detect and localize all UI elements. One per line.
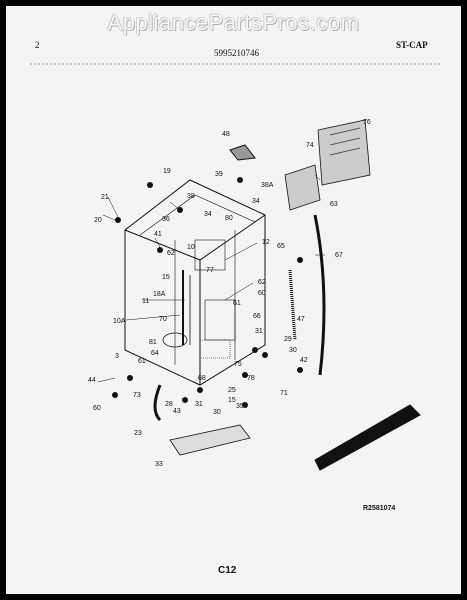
callout: 60 <box>93 405 101 412</box>
callout: 65 <box>277 243 285 250</box>
page-code: C12 <box>218 565 237 576</box>
kickplate-bar <box>314 404 421 471</box>
callout: 43 <box>173 408 181 415</box>
callout: 70 <box>159 316 167 323</box>
callout: 34 <box>204 211 212 218</box>
callout: 62 <box>167 250 175 257</box>
drain-tray <box>169 424 251 456</box>
callout: 64 <box>151 350 159 357</box>
callout-labels: 48 76 74 19 39 38A 21 38 34 63 20 36 34 … <box>88 119 416 468</box>
callout: 30 <box>213 409 221 416</box>
callout: 23 <box>134 430 142 437</box>
callout: 73 <box>133 392 141 399</box>
callout: 31 <box>255 328 263 335</box>
callout: 74 <box>306 142 314 149</box>
watermark: AppliancePartsPros.com <box>107 10 360 35</box>
revision-code: R2581074 <box>363 505 395 512</box>
callout: 38A <box>261 182 274 189</box>
callout: 76 <box>363 119 371 126</box>
callout: 12 <box>262 239 270 246</box>
callout: 61 <box>233 300 241 307</box>
callout: 81 <box>149 339 157 346</box>
callout: 78 <box>247 375 255 382</box>
top-cover-part <box>229 144 256 161</box>
callout: 11 <box>142 298 149 305</box>
strip-part <box>288 269 297 341</box>
callout: 77 <box>206 267 214 274</box>
callout: 19 <box>163 168 171 175</box>
callout: 10 <box>187 244 195 251</box>
callout: 48 <box>222 131 230 138</box>
callout: 10A <box>113 318 126 325</box>
callout: 35 <box>236 403 244 410</box>
callout: 60 <box>258 290 266 297</box>
callout: 71 <box>280 390 288 397</box>
callout: 20 <box>94 217 102 224</box>
callout: 63 <box>330 201 338 208</box>
callout: 72 <box>408 411 416 418</box>
callout: 30 <box>289 347 297 354</box>
callout: 18A <box>153 291 166 298</box>
callout: 68 <box>198 375 206 382</box>
callout: 42 <box>300 357 308 364</box>
callout: 80 <box>225 215 233 222</box>
callout: 61 <box>138 358 146 365</box>
callout: 67 <box>335 252 343 259</box>
cabinet-body <box>124 179 266 386</box>
callout: 47 <box>297 316 305 323</box>
callout: 3 <box>115 353 119 360</box>
callout: 25 <box>228 387 236 394</box>
page-mark: 2 <box>35 40 40 50</box>
model-code: ST-CAP <box>396 40 428 50</box>
callout: 15 <box>162 274 170 281</box>
callout: 41 <box>154 231 162 238</box>
callout: 36 <box>162 216 170 223</box>
callout: 66 <box>253 313 261 320</box>
drain-hose <box>153 384 162 422</box>
callout: 34 <box>252 198 260 205</box>
control-panels <box>284 119 371 211</box>
door-seal-strip <box>313 214 326 376</box>
callout: 28 <box>165 401 173 408</box>
callout: 39 <box>215 171 223 178</box>
callout: 75 <box>234 361 242 368</box>
callout: 38 <box>187 193 195 200</box>
callout: 15 <box>228 397 236 404</box>
callout: 62 <box>258 279 266 286</box>
small-parts <box>112 177 303 408</box>
callout: 44 <box>88 377 96 384</box>
part-number: 5995210746 <box>214 48 259 58</box>
callout: 33 <box>155 461 163 468</box>
callout: 31 <box>195 401 203 408</box>
callout: 29 <box>284 336 292 343</box>
leader-lines <box>97 174 325 383</box>
callout: 21 <box>101 194 109 201</box>
